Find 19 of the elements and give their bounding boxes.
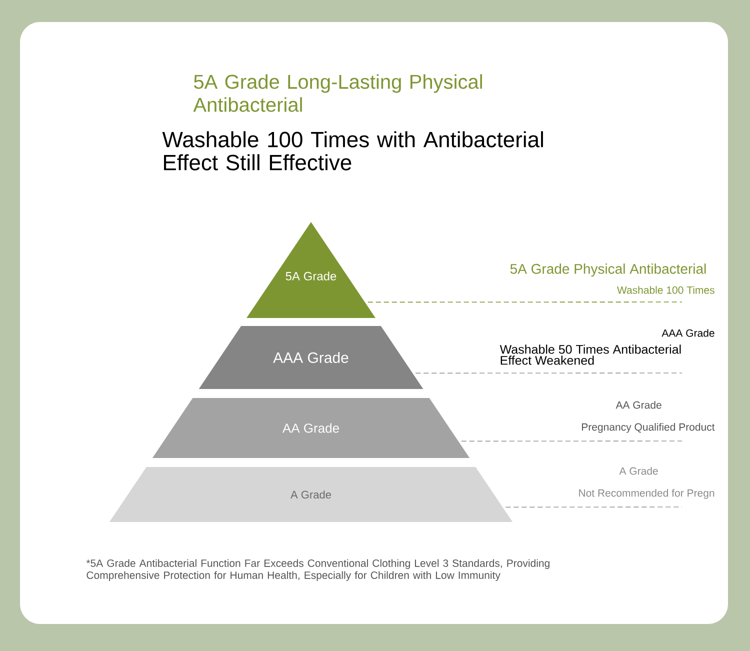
leader-line: [415, 372, 682, 374]
pyramid-tier: [246, 222, 376, 318]
note-text: AA Grade Pregnancy Qualified Product: [582, 401, 715, 433]
pyramid-tier: [109, 467, 513, 522]
tier-label: AA Grade: [282, 423, 339, 433]
note-text: A Grade Not Recommended for Pregn: [579, 467, 714, 499]
tier-label: A Grade: [290, 490, 331, 499]
tier-label: 5A Grade: [286, 272, 336, 280]
note-text: 5A Grade Physical Antibacterial Washable 100 Times: [510, 264, 714, 294]
footnote: *5A Grade Antibacterial Function Far Exceeds Conventional Clothing Level 3 Standards, Providing Comprehensive Protection for Human Health, Especially for Children with Low Immunity: [86, 559, 550, 581]
note-text: AAA Grade Washable 50 Times Antibacterial Effect Weakened: [500, 329, 714, 365]
leader-line: [505, 506, 682, 508]
tier-label: AAA Grade: [273, 352, 348, 363]
pyramid-tier: [198, 326, 424, 389]
leader-line: [461, 440, 682, 442]
leader-line: [368, 302, 682, 303]
pyramid-tier: [152, 398, 470, 458]
title: 5A Grade Long-Lasting Physical Antibacterial: [193, 74, 482, 112]
subtitle: Washable 100 Times with Antibacterial Effect Still Effective: [162, 131, 543, 170]
